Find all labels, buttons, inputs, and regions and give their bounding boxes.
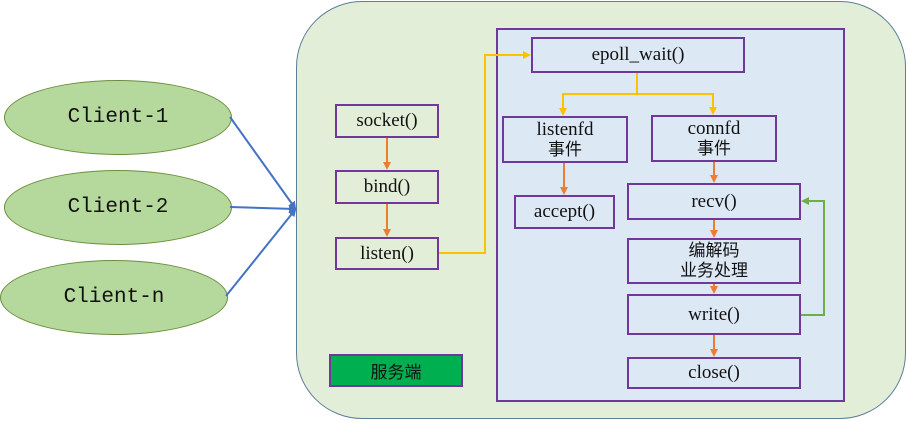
accept-step: accept() — [514, 195, 615, 229]
socket-label: socket() — [356, 110, 418, 131]
epoll-wait-label: epoll_wait() — [591, 44, 685, 65]
listenfd-label: listenfd — [536, 118, 594, 140]
client-1-label: Client-1 — [67, 106, 169, 129]
codec-label: 编解码 — [688, 241, 740, 261]
connfd-label: connfd — [687, 117, 741, 139]
server-label: 服务端 — [370, 363, 422, 383]
client-n-label: Client-n — [63, 286, 165, 309]
listenfd-event: listenfd 事件 — [502, 116, 628, 163]
process-step: 编解码 业务处理 — [627, 238, 801, 284]
business-label: 业务处理 — [680, 261, 748, 281]
close-step: close() — [627, 357, 801, 389]
client-2-label: Client-2 — [67, 196, 169, 219]
client-2-node: Client-2 — [4, 170, 232, 245]
write-label: write() — [688, 303, 740, 325]
event-loop-container — [496, 28, 845, 402]
connfd-event-label: 事件 — [697, 138, 731, 159]
socket-step: socket() — [335, 104, 439, 138]
listenfd-event-label: 事件 — [548, 139, 582, 160]
bind-step: bind() — [335, 170, 439, 204]
recv-step: recv() — [627, 183, 801, 220]
bind-label: bind() — [363, 176, 411, 197]
client-1-arrow — [229, 116, 297, 210]
epoll-wait-step: epoll_wait() — [531, 37, 745, 73]
client-2-arrow — [229, 204, 297, 213]
write-step: write() — [627, 294, 801, 335]
listen-label: listen() — [360, 242, 414, 264]
client-n-node: Client-n — [0, 260, 228, 335]
client-1-node: Client-1 — [4, 80, 232, 155]
close-label: close() — [688, 362, 740, 383]
server-label-box: 服务端 — [329, 354, 463, 387]
accept-label: accept() — [533, 201, 596, 222]
recv-label: recv() — [691, 190, 737, 212]
client-n-arrow — [225, 208, 297, 297]
listen-step: listen() — [335, 237, 439, 270]
connfd-event: connfd 事件 — [651, 115, 777, 162]
